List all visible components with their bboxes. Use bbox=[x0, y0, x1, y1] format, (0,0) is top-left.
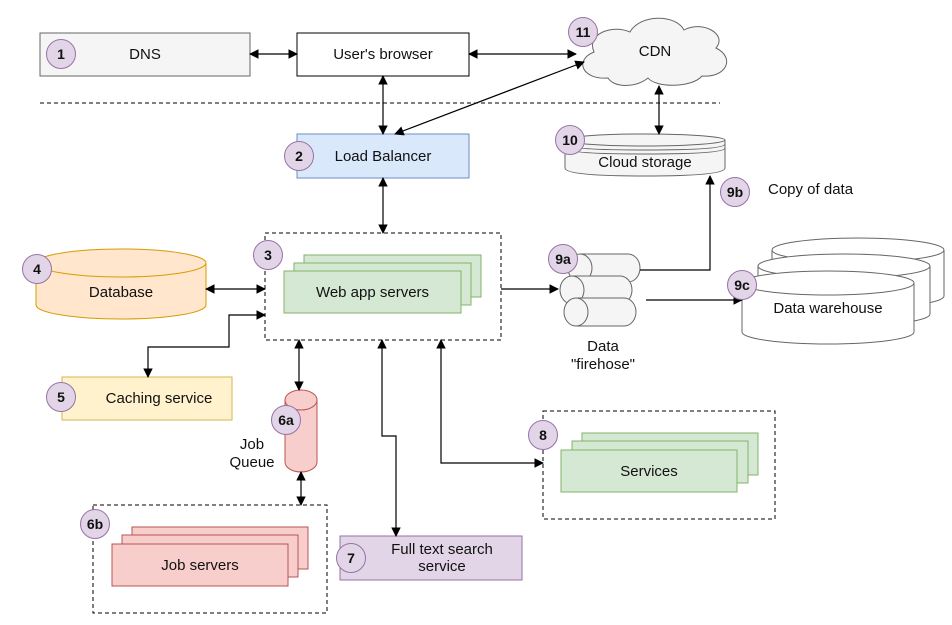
badge-load-balancer: 2 bbox=[284, 141, 314, 171]
load-balancer-label: Load Balancer bbox=[334, 147, 432, 165]
badge-job-servers: 6b bbox=[80, 509, 110, 539]
arrow-lb-cdn bbox=[394, 60, 585, 136]
badge-database: 4 bbox=[22, 254, 52, 284]
firehose-line2: "firehose" bbox=[570, 356, 635, 373]
cdn-label: CDN bbox=[638, 42, 672, 60]
full-text-search-line2: service bbox=[418, 558, 466, 575]
cloud-storage-label: Cloud storage bbox=[598, 153, 692, 171]
arrow-webapp-search bbox=[377, 339, 401, 537]
badge-dns: 1 bbox=[46, 39, 76, 69]
badge-cloud-storage: 10 bbox=[555, 125, 585, 155]
full-text-search-box bbox=[339, 535, 523, 581]
web-app-servers-box bbox=[283, 270, 462, 314]
arrow-webapp-caching bbox=[143, 310, 266, 378]
badge-search: 7 bbox=[336, 543, 366, 573]
job-servers-box bbox=[111, 543, 289, 587]
cloud-storage-shape bbox=[564, 133, 726, 177]
badge-job-queue: 6a bbox=[271, 405, 301, 435]
firehose-line1: Data bbox=[587, 338, 619, 355]
arrow-webapp-services bbox=[436, 339, 544, 468]
data-warehouse-label: Data warehouse bbox=[773, 299, 883, 317]
arrow-firehose-storage bbox=[640, 175, 715, 271]
firehose-cylinders bbox=[559, 253, 641, 327]
caching-service-label: Caching service bbox=[105, 390, 213, 407]
cdn-cloud bbox=[582, 17, 728, 86]
caching-service-box bbox=[61, 376, 233, 421]
browser-label: User's browser bbox=[333, 46, 433, 63]
job-servers-label: Job servers bbox=[161, 556, 239, 574]
load-balancer-box bbox=[296, 133, 470, 179]
database-cylinder bbox=[35, 248, 207, 320]
web-app-servers-label: Web app servers bbox=[315, 283, 430, 301]
badge-firehose: 9a bbox=[548, 244, 578, 274]
full-text-search-line1: Full text search bbox=[391, 541, 493, 558]
services-label: Services bbox=[620, 462, 678, 480]
badge-warehouse: 9c bbox=[727, 270, 757, 300]
copy-of-data-label: Copy of data bbox=[768, 181, 854, 198]
job-queue-label: Job Queue bbox=[222, 436, 282, 472]
dns-label: DNS bbox=[129, 46, 161, 63]
job-servers-container bbox=[92, 504, 328, 614]
badge-caching: 5 bbox=[46, 382, 76, 412]
firehose-label: Data "firehose" bbox=[548, 338, 658, 374]
database-label: Database bbox=[88, 283, 154, 301]
services-box bbox=[560, 449, 738, 493]
badge-cdn: 11 bbox=[568, 17, 598, 47]
badge-copy: 9b bbox=[720, 177, 750, 207]
badge-services: 8 bbox=[528, 420, 558, 450]
badge-web-app: 3 bbox=[253, 240, 283, 270]
full-text-search-label: Full text search service bbox=[362, 536, 522, 580]
data-warehouse-cylinders bbox=[741, 237, 945, 345]
job-queue-line1: Job bbox=[239, 436, 265, 453]
job-queue-line2: Queue bbox=[229, 454, 275, 471]
